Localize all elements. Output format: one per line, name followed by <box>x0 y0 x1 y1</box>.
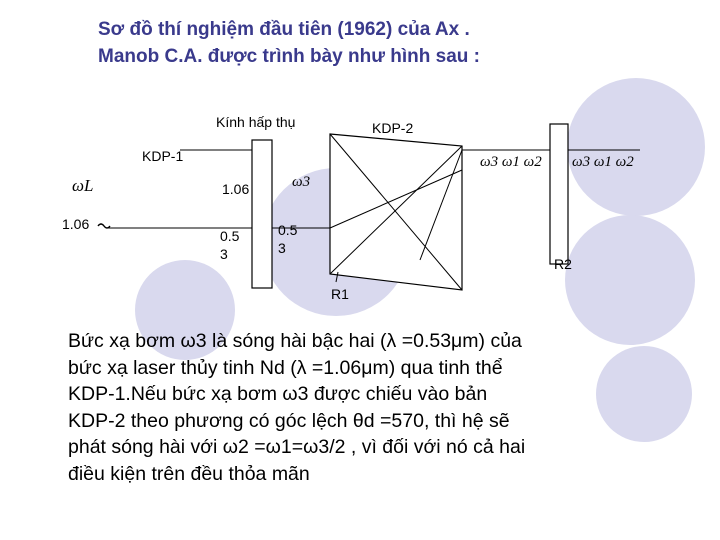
output-frequencies-1: ω3 ω1 ω2 <box>480 154 542 170</box>
wavelength-0-53-a-line1: 0.5 <box>220 228 240 244</box>
output-frequencies-2: ω3 ω1 ω2 <box>572 154 634 170</box>
kdp2-label: KDP-2 <box>372 120 414 136</box>
bg-circle-bottom-right <box>596 346 692 442</box>
absorber-label: Kính hấp thụ <box>216 114 296 130</box>
mirror-r2-plate <box>549 123 569 265</box>
body-line-5: phát sóng hài với ω2 =ω1=ω3/2 , vì đối v… <box>68 436 526 458</box>
internal-beam-3 <box>419 149 463 261</box>
internal-beam-1 <box>329 133 463 291</box>
wavelength-1-06-upper: 1.06 <box>222 181 250 197</box>
bg-circle-lower-left <box>135 260 235 360</box>
body-line-3: KDP-1.Nếu bức xạ bơm ω3 được chiếu vào b… <box>68 383 488 405</box>
omega-3-label: ω3 <box>292 174 311 190</box>
omega-l-label: ωL <box>72 176 94 195</box>
body-line-6: điều kiện trên đều thỏa mãn <box>68 462 310 485</box>
input-wave-icon <box>97 223 111 229</box>
explanation-text: Bức xạ bơm ω3 là sóng hài bậc hai (λ =0.… <box>68 328 668 487</box>
wavelength-0-53-a-line2: 3 <box>220 246 228 262</box>
wavelength-0-53-b-line2: 3 <box>278 240 286 256</box>
body-line-1: Bức xạ bơm ω3 là sóng hài bậc hai (λ =0.… <box>68 330 522 352</box>
absorber-plate <box>251 139 273 289</box>
body-line-2: bức xạ laser thủy tinh Nd (λ =1.06μm) qu… <box>68 356 503 379</box>
body-line-4: KDP-2 theo phương có góc lệch θd =570, t… <box>68 409 510 432</box>
kdp1-label: KDP-1 <box>142 148 184 164</box>
title-line-2: Manob C.A. được trình bày như hình sau : <box>98 46 480 67</box>
wavelength-1-06-left: 1.06 <box>62 216 90 232</box>
mirror-r1-label: R1 <box>331 286 349 302</box>
wavelength-0-53-b-line1: 0.5 <box>278 222 298 238</box>
internal-beam-4 <box>329 169 463 229</box>
bg-circle-right <box>565 215 695 345</box>
r1-pointer <box>335 271 339 283</box>
slide-title: Sơ đồ thí nghiệm đầu tiên (1962) của Ax … <box>98 16 698 70</box>
bg-circle-top-right <box>567 78 705 216</box>
mirror-r2-label: R2 <box>554 256 572 272</box>
title-line-1: Sơ đồ thí nghiệm đầu tiên (1962) của Ax … <box>98 19 470 40</box>
internal-beam-2 <box>329 145 463 275</box>
